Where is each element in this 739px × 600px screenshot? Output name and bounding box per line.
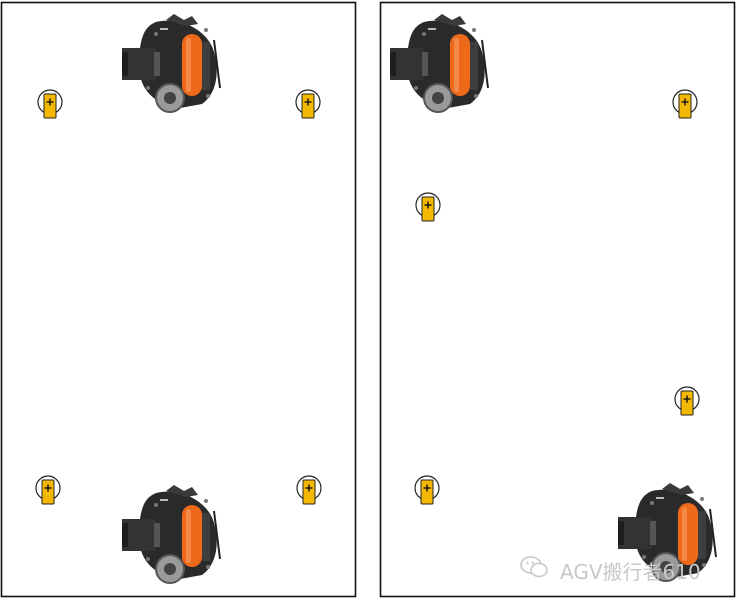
- swivel-caster-icon: [672, 89, 698, 119]
- diagram-left: [0, 1, 357, 598]
- swivel-caster-icon: [37, 89, 63, 119]
- chassis-frame-right: [379, 1, 736, 598]
- chassis-frame-left: [0, 1, 357, 598]
- swivel-caster-icon: [296, 475, 322, 505]
- diagram-right: [379, 1, 736, 598]
- swivel-caster-icon: [674, 386, 700, 416]
- drive-wheel-unit-icon: [121, 13, 221, 113]
- watermark-text: AGV搬行者610: [560, 560, 701, 584]
- swivel-caster-icon: [414, 475, 440, 505]
- wechat-logo-icon: [520, 556, 548, 578]
- drive-wheel-unit-icon: [121, 484, 221, 584]
- swivel-caster-icon: [295, 89, 321, 119]
- swivel-caster-icon: [35, 475, 61, 505]
- drive-wheel-unit-icon: [389, 13, 489, 113]
- swivel-caster-icon: [415, 192, 441, 222]
